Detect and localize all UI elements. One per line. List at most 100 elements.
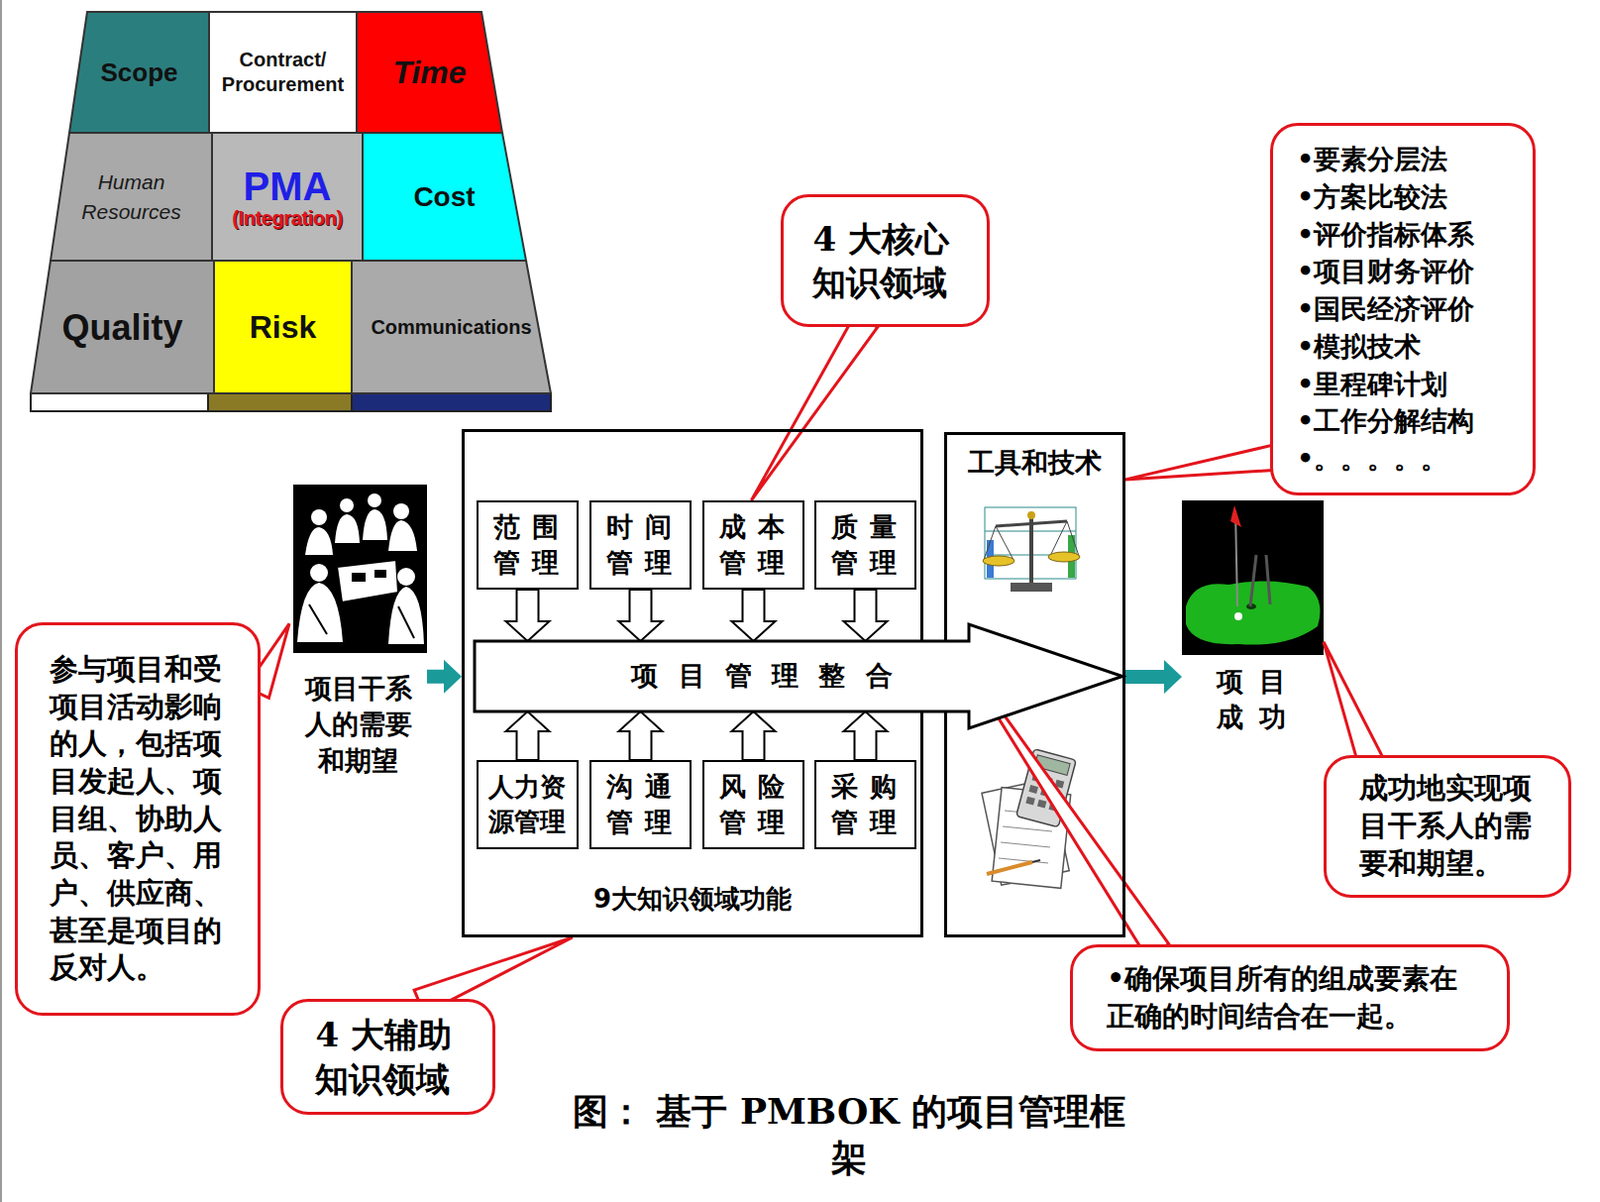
base-bar-olive xyxy=(208,393,352,412)
knowledge-area-box: 采购管理 xyxy=(814,759,917,850)
puzzle-piece: Scope xyxy=(69,11,210,133)
bullet-item: •里程碑计划 xyxy=(1296,365,1448,404)
puzzle-piece: Quality xyxy=(30,260,214,394)
piece-shape xyxy=(209,11,357,133)
person-head xyxy=(339,498,354,513)
block-arrow xyxy=(506,711,550,760)
body-shade xyxy=(398,606,415,639)
stakeholder-group: 项目干系人的需要和期望 xyxy=(289,482,427,783)
success-group: 项目成功 xyxy=(1181,500,1324,753)
block-arrow xyxy=(732,711,776,760)
piece-label: Human Resources xyxy=(76,167,188,226)
bullet-item: •。。。。。 xyxy=(1296,439,1448,478)
callout-box: •要素分层法•方案比较法•评价指标体系•项目财务评价•国民经济评价•模拟技术•里… xyxy=(1270,122,1536,496)
paper-line xyxy=(998,857,1049,863)
knowledge-area-box: 风险管理 xyxy=(702,759,805,850)
golfer-leg xyxy=(1266,554,1271,605)
piece-outline xyxy=(50,132,213,261)
bullet-item: •方案比较法 xyxy=(1296,178,1448,216)
table-paper xyxy=(374,569,387,578)
block-arrow xyxy=(844,711,888,760)
meeting-table xyxy=(336,559,399,603)
golf-ball xyxy=(1234,612,1243,621)
photo-ground xyxy=(293,484,427,653)
callout-box: •确保项目所有的组成要素在正确的时间结合在一起。 xyxy=(1069,944,1510,1052)
puzzle-piece: PMA(Integration) xyxy=(212,132,363,261)
piece-outline xyxy=(351,260,551,394)
scale-string xyxy=(1050,521,1067,556)
puzzle-piece: Risk xyxy=(213,260,352,394)
bullet-item: •国民经济评价 xyxy=(1296,290,1475,328)
callout-pointer xyxy=(1125,443,1280,480)
puzzle-piece: Time xyxy=(356,11,503,133)
integration-label: 项目管理整合 xyxy=(474,659,1050,692)
piece-label: PMA xyxy=(243,165,332,208)
piece-outline xyxy=(356,11,503,133)
block-arrow xyxy=(844,589,888,641)
puzzle-piece: Communications xyxy=(351,260,551,394)
callout-text: 4 大辅助知识领域 xyxy=(315,1012,460,1100)
piece-label: (Integration) xyxy=(231,207,342,229)
block-arrow xyxy=(619,711,663,760)
block-arrow xyxy=(619,589,663,641)
knowledge-area-box: 成本管理 xyxy=(702,500,805,590)
area-label: 质量管理 xyxy=(819,509,912,582)
piece-label: Communications xyxy=(370,315,532,340)
person-body xyxy=(305,527,333,555)
table-paper xyxy=(351,572,366,582)
scale-string xyxy=(995,526,1014,560)
person-head xyxy=(367,493,382,508)
paper-line xyxy=(1000,842,1051,848)
piece-label: Contract/ Procurement xyxy=(217,47,349,98)
bullet-item: •评价指标体系 xyxy=(1296,215,1475,254)
piece-outline xyxy=(212,132,363,261)
piece-shape xyxy=(50,132,213,261)
figure-caption: 图： 基于 PMBOK 的项目管理框架 xyxy=(561,1087,1137,1181)
callout-text: 成功地实现项目干系人的需要和期望。 xyxy=(1359,769,1536,882)
callout-pointer xyxy=(750,313,877,501)
flow-arrow xyxy=(426,659,462,694)
piece-outline xyxy=(213,260,352,394)
puzzle-piece: Human Resources xyxy=(50,132,213,261)
pencil xyxy=(986,861,1033,874)
puzzle-base-bar xyxy=(30,393,551,412)
calculator-key xyxy=(1037,799,1048,809)
callout-box: 4 大辅助知识领域 xyxy=(280,998,496,1115)
golfer-leg xyxy=(1250,554,1257,607)
person-head xyxy=(311,509,327,526)
block-arrow xyxy=(506,589,550,641)
bullet-item: •工作分解结构 xyxy=(1296,402,1475,440)
piece-label: Quality xyxy=(61,305,183,350)
knowledge-area-box: 时间管理 xyxy=(589,500,692,590)
calculator-key xyxy=(1028,784,1039,794)
block-arrow xyxy=(732,589,776,641)
base-bar-white xyxy=(30,393,209,412)
integration-arrow: 项目管理整合 xyxy=(474,640,1123,712)
stakeholder-label: 项目干系人的需要和期望 xyxy=(303,670,414,779)
base-bar-navy xyxy=(351,393,551,412)
piece-outline xyxy=(209,11,357,133)
piece-label: Risk xyxy=(249,307,318,347)
scale-pan xyxy=(1048,551,1080,562)
person-head xyxy=(310,563,328,582)
scale-base xyxy=(1010,582,1053,592)
bullet-item: •要素分层法 xyxy=(1296,140,1448,179)
area-label: 采购管理 xyxy=(819,768,912,842)
callout-box: 4 大核心知识领域 xyxy=(780,194,990,327)
scales-icon xyxy=(982,507,1080,592)
caption-holder: 图： 基于 PMBOK 的项目管理框架 xyxy=(561,1087,1137,1181)
paper-line xyxy=(1002,826,1053,832)
knowledge-area-box: 沟通管理 xyxy=(589,759,692,850)
page-edge-line xyxy=(0,0,2,1202)
success-label: 项目成功 xyxy=(1200,663,1305,737)
piece-outline xyxy=(69,11,210,133)
knowledge-area-box: 人力资源管理 xyxy=(476,759,579,850)
callout-pointer xyxy=(1323,641,1384,767)
person-body xyxy=(297,582,343,642)
scale-beam xyxy=(995,521,1067,527)
puzzle-piece: Contract/ Procurement xyxy=(209,11,357,133)
piece-outline xyxy=(30,260,214,394)
calculator-key xyxy=(1025,796,1036,806)
piece-outline xyxy=(362,132,527,261)
